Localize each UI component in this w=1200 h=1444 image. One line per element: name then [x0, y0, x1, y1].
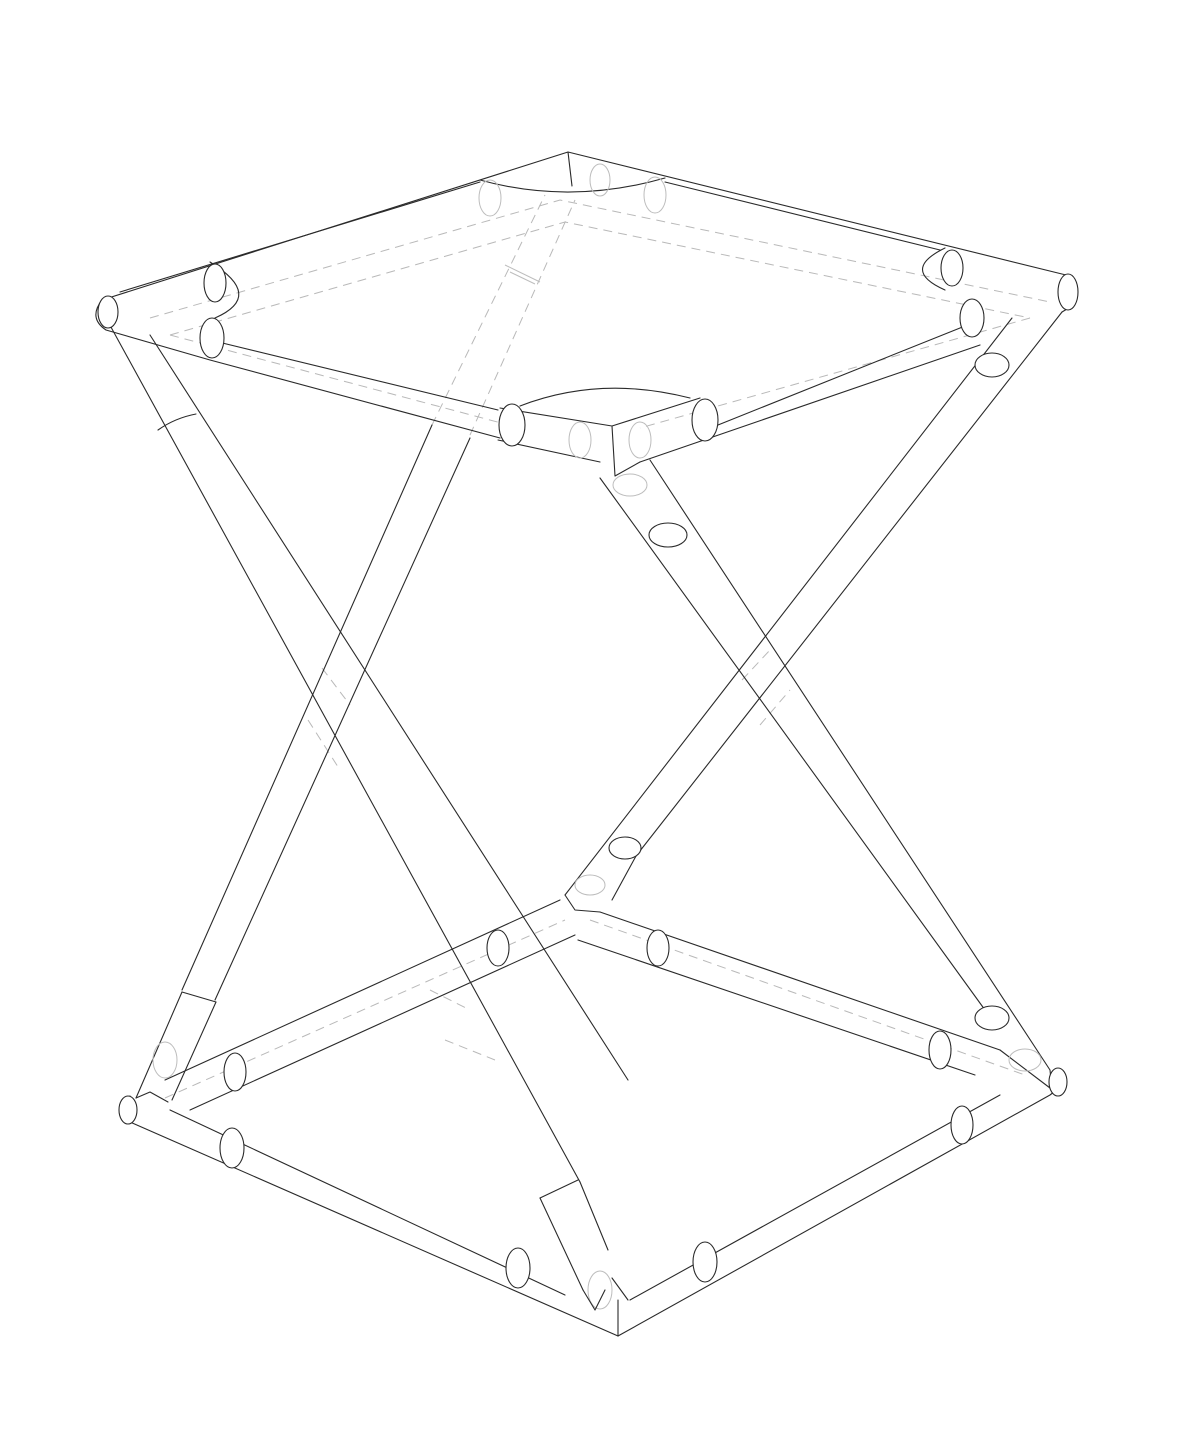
joint-bottom-right-end [1048, 1067, 1068, 1097]
leg-left-front-edge [105, 317, 581, 1183]
top-frame-outer-edge [101, 151, 1078, 313]
detail-bottom-left-notch [135, 1091, 169, 1103]
top-back-corner-arc [479, 177, 666, 193]
joint-bottom-left-back [223, 1052, 247, 1092]
leg-backleft-bottom [135, 991, 217, 1101]
top-front-corner-block [499, 397, 701, 477]
joint-leg-back-right-bottom [608, 836, 642, 860]
bottom-frame-back-right [577, 911, 1001, 1076]
leg-back-right-edge-a [635, 311, 1063, 857]
leg-backleft-edge-a [181, 424, 433, 991]
leg-left-band-top [157, 413, 197, 431]
joint-top-front-right [691, 398, 719, 442]
hidden-top-left-tube [169, 334, 521, 429]
hidden-bottom-leg-crossing [429, 989, 496, 1061]
leg-left-back-edge [149, 334, 629, 1081]
joint-leg-back-right-top [974, 352, 1010, 378]
top-frame-front-left-edge-upper [209, 339, 499, 411]
leg-front-right-edge-a [599, 477, 986, 1011]
hidden-back-leg-left-edge [431, 194, 546, 426]
joint-top-back-right-ghost [643, 176, 667, 214]
bottom-frame-left-outer [121, 1095, 619, 1337]
bottom-frame-right-inner [629, 1094, 1001, 1301]
leg-left-bottom-end [539, 1181, 609, 1291]
joint-bottom-front-right [692, 1241, 718, 1283]
joint-bottom-right-front [950, 1105, 974, 1145]
joint-top-left-upper [203, 263, 227, 303]
detail-top-back-bracket [504, 264, 541, 285]
joint-leg-back-right-bottom-ghost [574, 874, 606, 896]
bottom-frame-back-left [164, 899, 576, 1111]
top-front-corner-arc [519, 387, 691, 407]
joint-leg-backleft-bottom-ghost [152, 1041, 178, 1079]
legs [105, 311, 1063, 1291]
hidden-back-leg-right-edge [469, 199, 576, 436]
joint-leg-front-right-bottom-ghost [1008, 1048, 1042, 1072]
tube-joints [97, 163, 1079, 1310]
bottom-frame-right-outer [617, 1069, 1061, 1337]
joint-bottom-left-end [118, 1095, 138, 1125]
joint-top-front-mid-ghost [568, 421, 592, 459]
top-frame-back-right-inner [664, 181, 941, 251]
leg-front-right-end [999, 1049, 1053, 1091]
leg-left-band-bottom [539, 1179, 579, 1199]
leg-front-right-edge-b [649, 459, 1051, 1071]
joint-leg-front-right-top-ghost [612, 473, 648, 497]
leg-back-right-edge-b [564, 317, 1013, 896]
joint-bottom-front-center-ghost [587, 1270, 613, 1310]
top-right-corner-arc [922, 247, 946, 291]
bottom-frame [121, 899, 1061, 1337]
leg-backleft-edge-b [214, 437, 471, 1001]
joint-top-right-upper [940, 249, 964, 287]
leg-backleft-band [181, 991, 217, 1003]
joint-top-back-left-ghost [478, 179, 502, 217]
top-back-corner-edge [567, 151, 573, 187]
hidden-top-back-tube-inner [169, 221, 1031, 336]
top-frame-back-left-inner [119, 181, 481, 293]
joint-top-back-mid-ghost [589, 163, 611, 197]
joint-top-right-lower [959, 298, 985, 338]
hidden-right-leg-crossing [741, 649, 791, 726]
joint-leg-front-right-top [648, 522, 688, 548]
joint-top-left-lower [199, 317, 225, 359]
joint-top-front-left [498, 403, 526, 447]
top-frame-front-left-edge [95, 299, 501, 439]
joint-bottom-front-left [505, 1247, 531, 1289]
hidden-lines [149, 194, 1051, 1099]
joint-top-left-end [97, 295, 119, 329]
top-frame-front-right-edge-upper [717, 321, 976, 426]
hidden-top-back-tube [149, 199, 1051, 319]
hidden-left-leg-crossing [307, 667, 351, 771]
joint-bottom-back-right-mid [646, 929, 670, 967]
joint-leg-front-right-bottom [974, 1005, 1010, 1031]
joint-bottom-right-back [928, 1030, 952, 1070]
detail-bottom-front-notch [582, 1277, 629, 1311]
top-frame-front-right-edge [639, 344, 981, 463]
leg-back-right-foot [564, 855, 637, 913]
joint-top-right-end [1057, 273, 1079, 311]
detail-marks [135, 264, 629, 1311]
joint-bottom-back-left-mid [486, 929, 510, 967]
joint-bottom-left-front [219, 1127, 245, 1169]
joint-top-front-mid2-ghost [628, 421, 652, 459]
